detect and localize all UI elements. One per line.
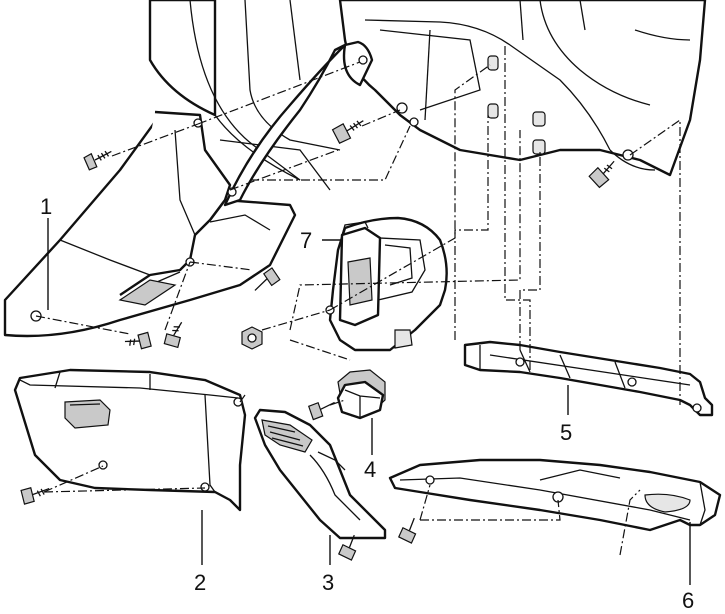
part-3-side-cover xyxy=(253,408,387,540)
alignment-lines xyxy=(35,45,681,556)
callout-1: 1 xyxy=(40,194,52,219)
screw-7 xyxy=(20,487,50,505)
leader-lines xyxy=(47,218,691,585)
nut xyxy=(241,326,263,350)
screw-5 xyxy=(124,331,152,350)
callout-4: 4 xyxy=(364,457,376,482)
screw-4 xyxy=(254,267,281,291)
dashboard-body-outline xyxy=(148,0,707,191)
dashboard-mounting-studs xyxy=(396,55,634,161)
part-7-bracket xyxy=(325,216,448,352)
part-4-switch xyxy=(336,369,386,420)
callout-3: 3 xyxy=(322,570,334,595)
callout-labels: 1 2 3 4 5 6 7 xyxy=(40,194,694,613)
screw-1 xyxy=(83,150,112,171)
callout-7: 7 xyxy=(300,228,312,253)
screw-8 xyxy=(307,401,335,421)
part-5-support-bracket xyxy=(463,340,714,417)
screw-6 xyxy=(163,321,183,349)
screw-10 xyxy=(398,517,417,544)
screw-9 xyxy=(338,534,357,561)
callout-6: 6 xyxy=(682,588,694,613)
part-6-lower-cover xyxy=(388,458,722,532)
screws-and-fasteners xyxy=(20,120,615,561)
screw-3 xyxy=(588,160,615,189)
callout-5: 5 xyxy=(560,420,572,445)
callout-2: 2 xyxy=(194,570,206,595)
part-2-glove-box xyxy=(13,368,247,512)
screw-2 xyxy=(331,120,364,144)
part-1-kick-panel xyxy=(3,40,374,338)
